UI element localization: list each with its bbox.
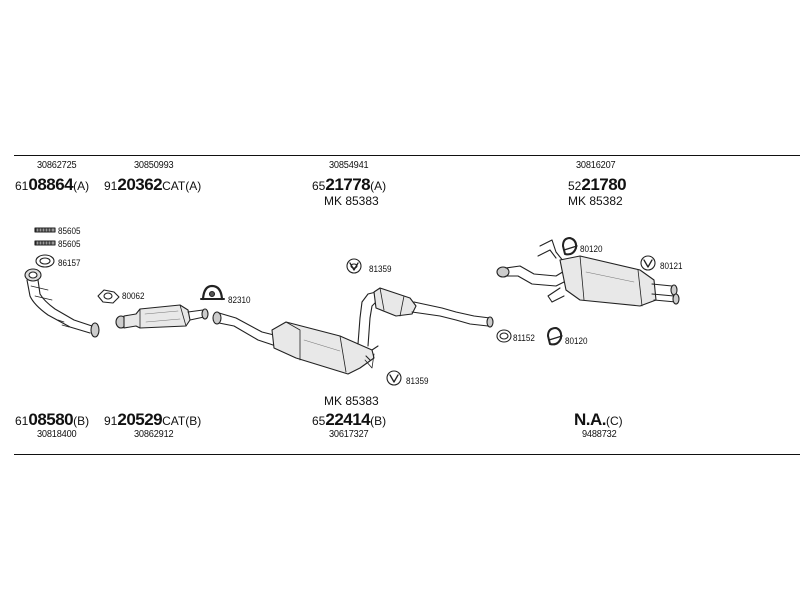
label-81359-b: 81359 bbox=[406, 376, 429, 386]
gasket-85605-a-icon bbox=[34, 227, 56, 233]
oe-number-rear-c: 9488732 bbox=[582, 429, 617, 440]
part-number-rear-c: N.A.(C) bbox=[574, 410, 623, 429]
mounting-kit-middle-b: MK 85383 bbox=[324, 394, 379, 408]
gasket-ring-86157-icon bbox=[35, 254, 55, 268]
catalytic-converter-icon bbox=[115, 304, 209, 329]
front-pipe-icon bbox=[24, 268, 100, 338]
label-85605-b: 85605 bbox=[58, 239, 81, 249]
label-80121: 80121 bbox=[660, 261, 683, 271]
gasket-85605-b-icon bbox=[34, 240, 56, 246]
clamp-82310-icon bbox=[200, 284, 225, 301]
label-81359-a: 81359 bbox=[369, 264, 392, 274]
flange-gasket-80062-icon bbox=[97, 289, 120, 304]
clamp-80120-a-icon bbox=[562, 237, 578, 256]
middle-silencer-icon bbox=[212, 291, 379, 375]
rear-silencer-icon bbox=[496, 239, 680, 307]
label-85605-a: 85605 bbox=[58, 226, 81, 236]
label-82310: 82310 bbox=[228, 295, 251, 305]
part-number-catalyst-b: 9120529CAT(B) bbox=[104, 410, 202, 429]
mounting-kit-middle-a: MK 85383 bbox=[324, 194, 379, 208]
label-80062: 80062 bbox=[122, 291, 145, 301]
hanger-81359-a-icon bbox=[346, 258, 362, 274]
oe-number-middle-silencer-a: 30854941 bbox=[329, 160, 369, 171]
oe-number-front-pipe-b: 30818400 bbox=[37, 429, 77, 440]
oe-number-middle-silencer-b: 30617327 bbox=[329, 429, 369, 440]
gasket-81152-icon bbox=[496, 329, 512, 343]
label-86157: 86157 bbox=[58, 258, 81, 268]
oe-number-rear-silencer: 30816207 bbox=[576, 160, 616, 171]
part-number-front-pipe-a: 6108864(A) bbox=[15, 175, 90, 194]
oe-number-catalyst-b: 30862912 bbox=[134, 429, 174, 440]
part-number-catalyst-a: 9120362CAT(A) bbox=[104, 175, 202, 194]
oe-number-catalyst-a: 30850993 bbox=[134, 160, 174, 171]
hanger-81359-b-icon bbox=[386, 370, 402, 386]
clamp-80120-b-icon bbox=[547, 327, 563, 346]
top-divider bbox=[14, 155, 800, 156]
part-number-middle-silencer-a: 6521778(A) bbox=[312, 175, 387, 194]
label-81152: 81152 bbox=[513, 333, 535, 343]
label-80120-b: 80120 bbox=[565, 336, 588, 346]
hanger-80121-icon bbox=[640, 255, 656, 271]
resonator-icon bbox=[373, 287, 494, 328]
mounting-kit-rear: MK 85382 bbox=[568, 194, 623, 208]
part-number-rear-silencer: 5221780 bbox=[568, 175, 627, 194]
part-number-middle-silencer-b: 6522414(B) bbox=[312, 410, 387, 429]
part-number-front-pipe-b: 6108580(B) bbox=[15, 410, 90, 429]
oe-number-front-pipe-a: 30862725 bbox=[37, 160, 77, 171]
bottom-divider bbox=[14, 454, 800, 455]
label-80120-a: 80120 bbox=[580, 244, 603, 254]
